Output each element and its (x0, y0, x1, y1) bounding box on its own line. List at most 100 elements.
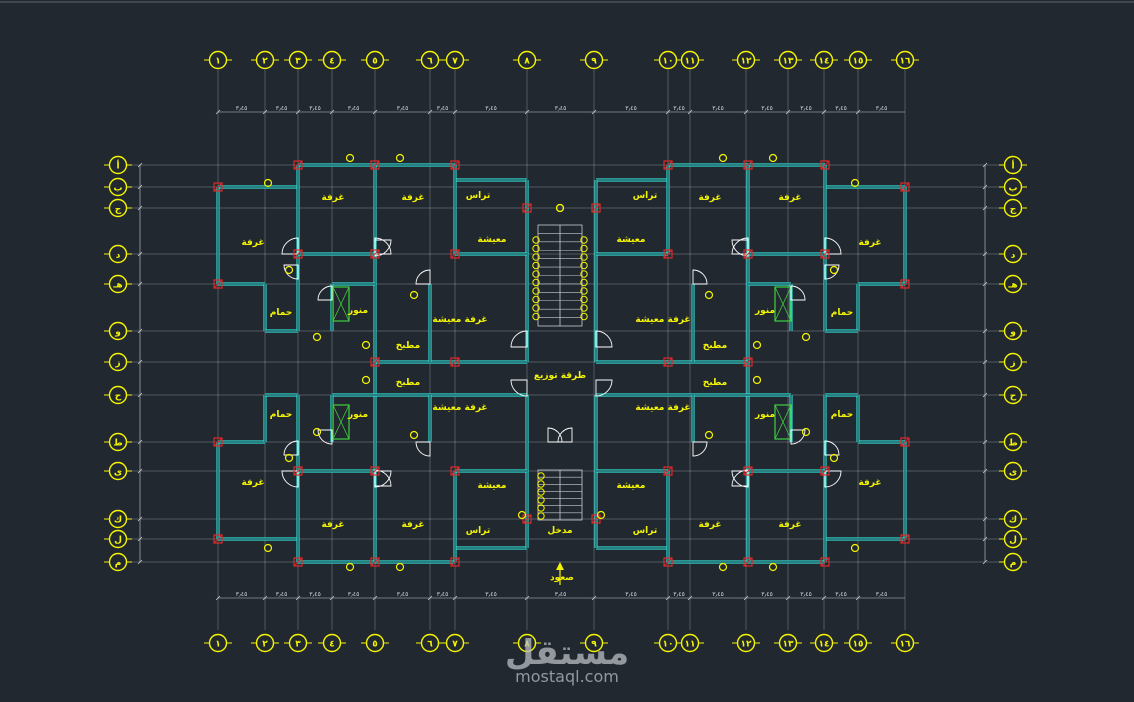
door-swing (283, 264, 299, 280)
level-marker (395, 562, 405, 572)
door-swing (374, 470, 392, 488)
level-marker (829, 265, 839, 275)
dimension-tick (665, 595, 671, 601)
axis-bubble-left-label: أ (116, 160, 119, 172)
door-swing (557, 427, 573, 443)
entry-arrow-head (556, 562, 564, 570)
axis-bubble-bottom-label: ١٦ (900, 640, 911, 650)
dimension-tick (295, 109, 301, 115)
door-swing (824, 440, 840, 456)
door-swing (731, 470, 749, 488)
room-label-bedroom: غرفة (321, 520, 344, 530)
dimension-value: ٣٫٤٥ (761, 591, 773, 598)
shaft (774, 404, 792, 440)
dimension-value: ٣٫٤٥ (437, 105, 449, 112)
stair-number (580, 312, 588, 321)
dimension-value: ٣٫٤٥ (712, 105, 724, 112)
column (663, 357, 673, 367)
axis-bubble-right-label: و (1009, 328, 1016, 338)
level-marker (704, 290, 714, 300)
door-swing (415, 441, 431, 457)
dimension-tick (982, 281, 988, 287)
axis-bubble-bottom-label: ٣ (295, 640, 301, 650)
door-swing (824, 470, 842, 488)
dimension-tick (743, 595, 749, 601)
column (293, 160, 303, 170)
column-hatch (370, 557, 380, 567)
level-markers (263, 153, 860, 572)
axis-bubble-top-label: ٢ (262, 57, 268, 67)
dimension-tick (665, 109, 671, 115)
column-hatch (213, 182, 223, 192)
axis-bubble-left-label: م (115, 559, 122, 569)
level-marker (345, 153, 355, 163)
stair-number (532, 261, 540, 270)
axis-bubble-left-label: ب (113, 184, 122, 194)
watermark-logo: مستقل (505, 633, 629, 673)
room-label-bedroom: غرفة (858, 238, 881, 248)
room-label-bath: حمام (270, 410, 293, 420)
dimension-tick (591, 595, 597, 601)
room-label-bedroom: غرفة (858, 478, 881, 488)
stair-number (537, 472, 545, 480)
doors (281, 237, 842, 488)
stair-number (580, 304, 588, 312)
column-hatch (450, 160, 460, 170)
column-hatch (591, 514, 601, 524)
dimension-value: ٣٫٤٥ (555, 105, 567, 112)
level-marker (312, 427, 322, 437)
level-marker (284, 453, 294, 463)
column-hatch (820, 466, 830, 476)
column (743, 557, 753, 567)
axis-bubble-top-label: ١ (215, 57, 221, 67)
room-label-living: معيشة (478, 481, 507, 491)
dimension-tick (982, 205, 988, 211)
room-label-living: معيشة (617, 481, 646, 491)
dimension-value: ٣٫٤٥ (397, 591, 409, 598)
dimension-tick (982, 559, 988, 565)
stair-number (532, 287, 540, 295)
axis-bubble-bottom-label: ٨ (524, 640, 530, 650)
column (663, 160, 673, 170)
level-marker (345, 562, 355, 572)
column (820, 160, 830, 170)
dimension-value: ٣٫٤٥ (236, 105, 248, 112)
column (370, 160, 380, 170)
dimension-tick (427, 595, 433, 601)
dimension-value: ٣٫٤٥ (835, 591, 847, 598)
door-swing (595, 330, 613, 348)
column (900, 182, 910, 192)
column (370, 249, 380, 259)
stair-number (537, 512, 545, 520)
axis-bubble-right-label: هـ (1007, 281, 1017, 291)
room-label-living-room: غرفة معيشة (635, 403, 690, 413)
column-hatch (522, 514, 532, 524)
level-marker (361, 340, 371, 350)
room-label-shaft: منور (754, 410, 775, 420)
column-hatch (663, 160, 673, 170)
dimension-value: ٣٫٤٥ (761, 105, 773, 112)
column-hatch (450, 249, 460, 259)
dimension-tick (137, 439, 143, 445)
shaft-cross (774, 286, 792, 322)
dimension-value: ٣٫٤٥ (397, 105, 409, 112)
dimension-value: ٣٫٤٥ (673, 105, 685, 112)
column (663, 466, 673, 476)
room-label-terrace: تراس (466, 191, 490, 201)
axis-bubble-top-label: ٤ (329, 57, 335, 67)
stair-number (537, 488, 545, 496)
column (743, 466, 753, 476)
level-marker (718, 562, 728, 572)
door-swing (595, 379, 613, 397)
stair-number (580, 295, 588, 304)
axis-bubble-left-label: ز (114, 359, 120, 369)
room-label-kitchen: مطبخ (396, 341, 421, 351)
axis-bubble-top-label: ١١ (685, 57, 696, 67)
axis-bubble-left-label: ك (114, 516, 122, 526)
axis-bubble-right-label: ك (1009, 516, 1017, 526)
door-swing (790, 429, 806, 445)
axis-bubble-right-label: ى (1009, 468, 1017, 478)
column (450, 357, 460, 367)
dimension-tick (262, 595, 268, 601)
axis-bubble-bottom-label: ١٢ (741, 640, 752, 650)
